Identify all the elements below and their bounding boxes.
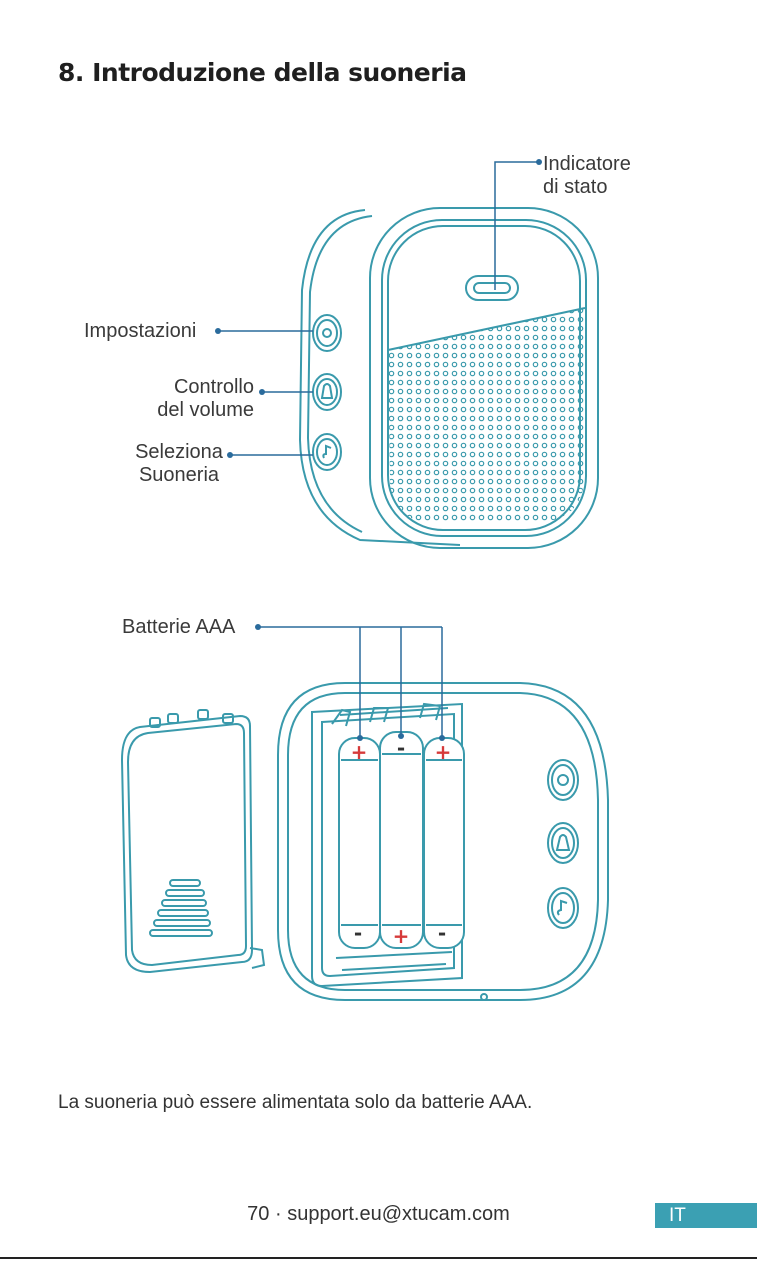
battery-cover: [122, 710, 264, 972]
battery-1: [339, 738, 380, 948]
label-select-ringtone-line1: Seleziona: [124, 441, 234, 464]
status-indicator-light: [466, 276, 518, 300]
aaa-batteries: [339, 732, 464, 948]
label-volume-control: Controllo del volume: [132, 376, 254, 422]
battery-2-top-polarity: -: [397, 736, 405, 760]
label-status-indicator-line1: Indicatore: [543, 153, 631, 176]
label-status-indicator-line2: di stato: [543, 176, 631, 199]
label-volume-control-line1: Controllo: [132, 376, 254, 399]
label-select-ringtone-line2: Suoneria: [124, 464, 234, 487]
speaker-grill: [380, 300, 590, 530]
battery-3-bottom-polarity: -: [438, 921, 446, 945]
footer-contact: 70 · support.eu@xtucam.com: [0, 1203, 757, 1226]
battery-3: [424, 738, 464, 948]
bottom-rule: [0, 1257, 757, 1259]
caption: La suoneria può essere alimentata solo d…: [58, 1092, 532, 1114]
battery-3-top-polarity: +: [435, 740, 452, 764]
side-buttons: [313, 315, 341, 470]
battery-2-bottom-polarity: +: [393, 924, 410, 948]
label-volume-control-line2: del volume: [132, 399, 254, 422]
label-batteries: Batterie AAA: [122, 616, 235, 639]
battery-1-top-polarity: +: [351, 740, 368, 764]
label-status-indicator: Indicatore di stato: [543, 153, 631, 199]
label-settings: Impostazioni: [84, 320, 196, 343]
battery-1-bottom-polarity: -: [354, 921, 362, 945]
battery-2: [380, 732, 423, 948]
language-badge: IT: [655, 1203, 757, 1228]
label-select-ringtone: Seleziona Suoneria: [124, 441, 234, 487]
